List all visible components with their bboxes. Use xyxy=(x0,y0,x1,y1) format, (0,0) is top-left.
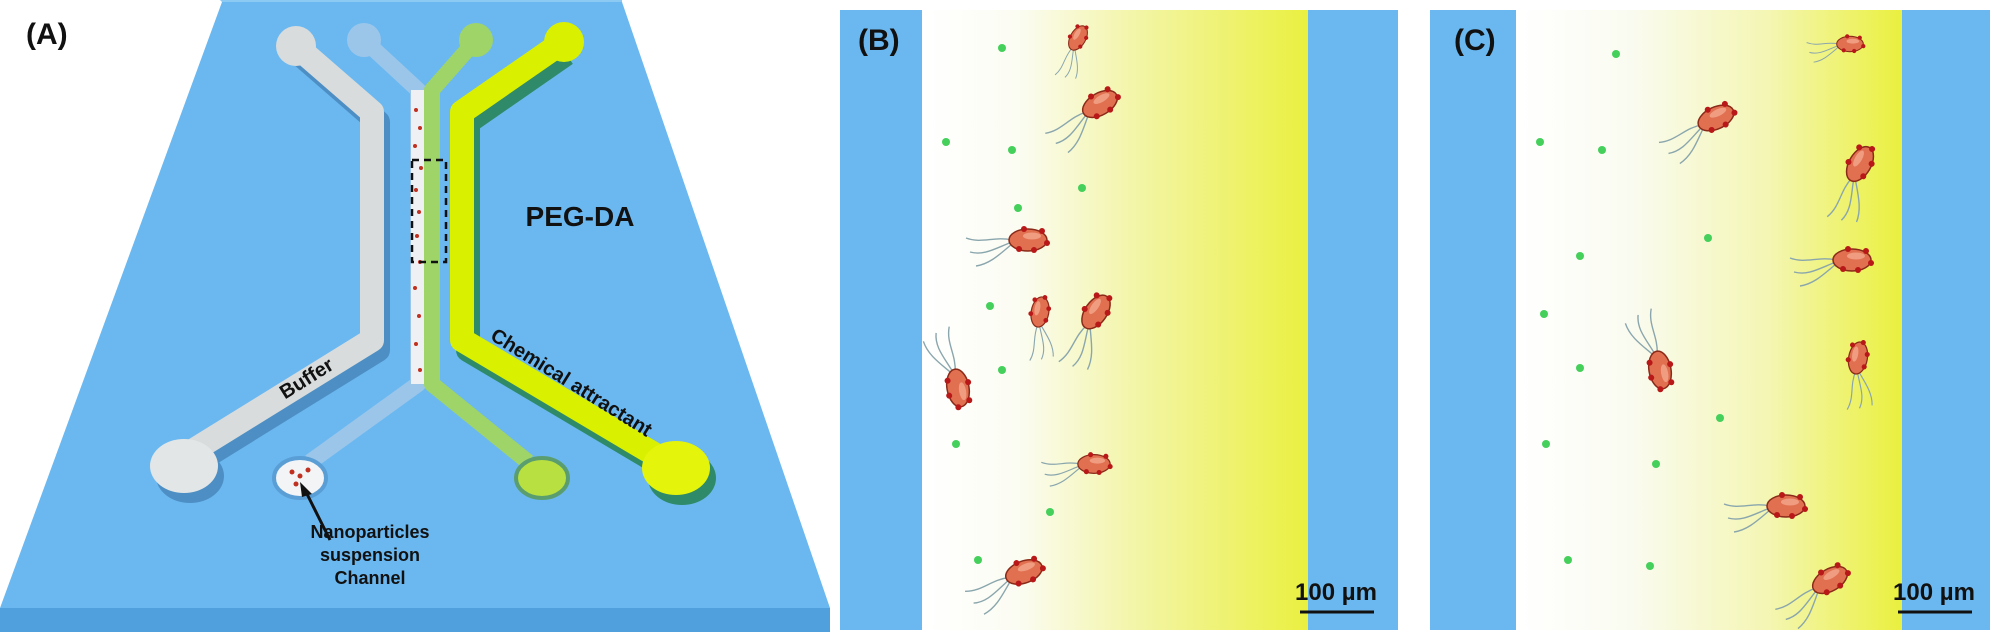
peg-da-label: PEG-DA xyxy=(526,201,635,232)
attractant-channel xyxy=(424,22,716,505)
panel-c-scale-label: 100 µm xyxy=(1893,579,1975,606)
panel-b-beads xyxy=(942,44,1086,564)
panel-c-beads xyxy=(1536,50,1724,570)
panel-a: (A) PEG-DA Buffer Chemical attractant Na… xyxy=(0,0,830,632)
buffer-channel xyxy=(150,26,390,503)
panel-c-label: (C) xyxy=(1454,24,1496,57)
panel-b: (B) 100 µm xyxy=(840,10,1398,630)
suspension-label-3: Channel xyxy=(334,568,405,588)
panel-b-gradient xyxy=(922,10,1308,630)
panel-b-label: (B) xyxy=(858,24,900,57)
panel-c-gradient xyxy=(1516,10,1902,630)
suspension-label-1: Nanoparticles xyxy=(310,522,429,542)
suspension-label-2: suspension xyxy=(320,545,420,565)
panel-b-scale-label: 100 µm xyxy=(1295,579,1377,606)
panel-c: (C) 100 µm xyxy=(1430,10,1990,635)
panel-a-label: (A) xyxy=(26,18,68,51)
suspension-arrow xyxy=(304,491,332,541)
slab-front-face xyxy=(0,608,830,632)
observation-window xyxy=(410,158,448,264)
